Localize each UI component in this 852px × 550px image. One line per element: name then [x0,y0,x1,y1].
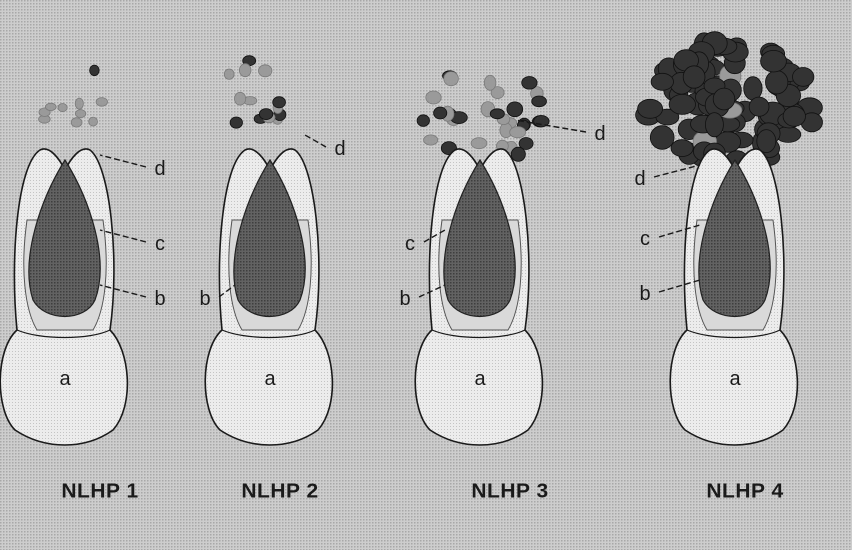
lipid-droplet [671,140,693,157]
lipid-droplet [417,115,429,127]
lipid-droplet [484,75,496,90]
lipid-droplet [761,50,787,72]
lipid-droplet [744,77,762,100]
part-label-a: a [474,368,486,390]
part-label-b: b [199,288,210,310]
part-label-b: b [154,288,165,310]
part-label-c: c [640,228,650,250]
lipid-droplet [683,66,705,88]
part-label-b: b [399,288,410,310]
lipid-droplet [75,98,83,109]
part-label-d: d [634,168,645,190]
lipid-droplet [651,73,673,90]
part-label-b: b [639,283,650,305]
lipid-droplet [224,69,234,79]
stage-title-nlhp-4: NLHP 4 [665,481,825,504]
lipid-droplet [58,104,67,112]
lipid-droplet [511,147,525,161]
lipid-droplet [490,109,504,119]
lipid-droplet [532,96,547,107]
lipid-droplet [793,68,814,87]
part-label-a: a [264,368,276,390]
lipid-droplet [90,65,100,76]
part-label-c: c [405,233,415,255]
lipid-droplet [426,91,441,104]
lipid-droplet [783,106,805,126]
lipid-droplet [705,113,723,137]
lipid-droplet [522,77,537,90]
lipid-droplet [235,92,246,105]
lipid-droplet [71,118,82,127]
part-label-c: c [155,233,165,255]
part-label-a: a [729,368,741,390]
lipid-droplet [96,98,107,107]
lipid-droplet [638,99,663,118]
lipid-droplet [45,103,56,110]
lipid-droplet [239,64,251,77]
lipid-droplet [75,110,85,118]
lipid-droplet [471,138,487,149]
lipid-droplet [259,65,272,77]
lipid-droplet [259,109,272,120]
lipid-droplet [650,126,674,150]
stage-title-nlhp-3: NLHP 3 [430,481,590,504]
part-label-d: d [334,138,345,160]
lipid-droplet [89,117,98,126]
part-label-d: d [154,158,165,180]
stage-title-nlhp-2: NLHP 2 [200,481,360,504]
part-label-a: a [59,368,71,390]
lipid-droplet [669,94,695,114]
lipid-droplet [424,135,438,145]
lipid-droplet [273,97,286,108]
lipid-droplet [507,102,523,117]
stage-title-nlhp-1: NLHP 1 [20,481,180,504]
lipid-droplet [713,88,735,110]
lipid-droplet [749,97,769,116]
part-label-d: d [594,123,605,145]
lipid-droplet [230,117,242,128]
lipid-droplet [434,107,447,119]
lipid-droplet [510,127,526,138]
lipid-droplet [444,72,459,86]
lipid-droplet [766,71,788,94]
